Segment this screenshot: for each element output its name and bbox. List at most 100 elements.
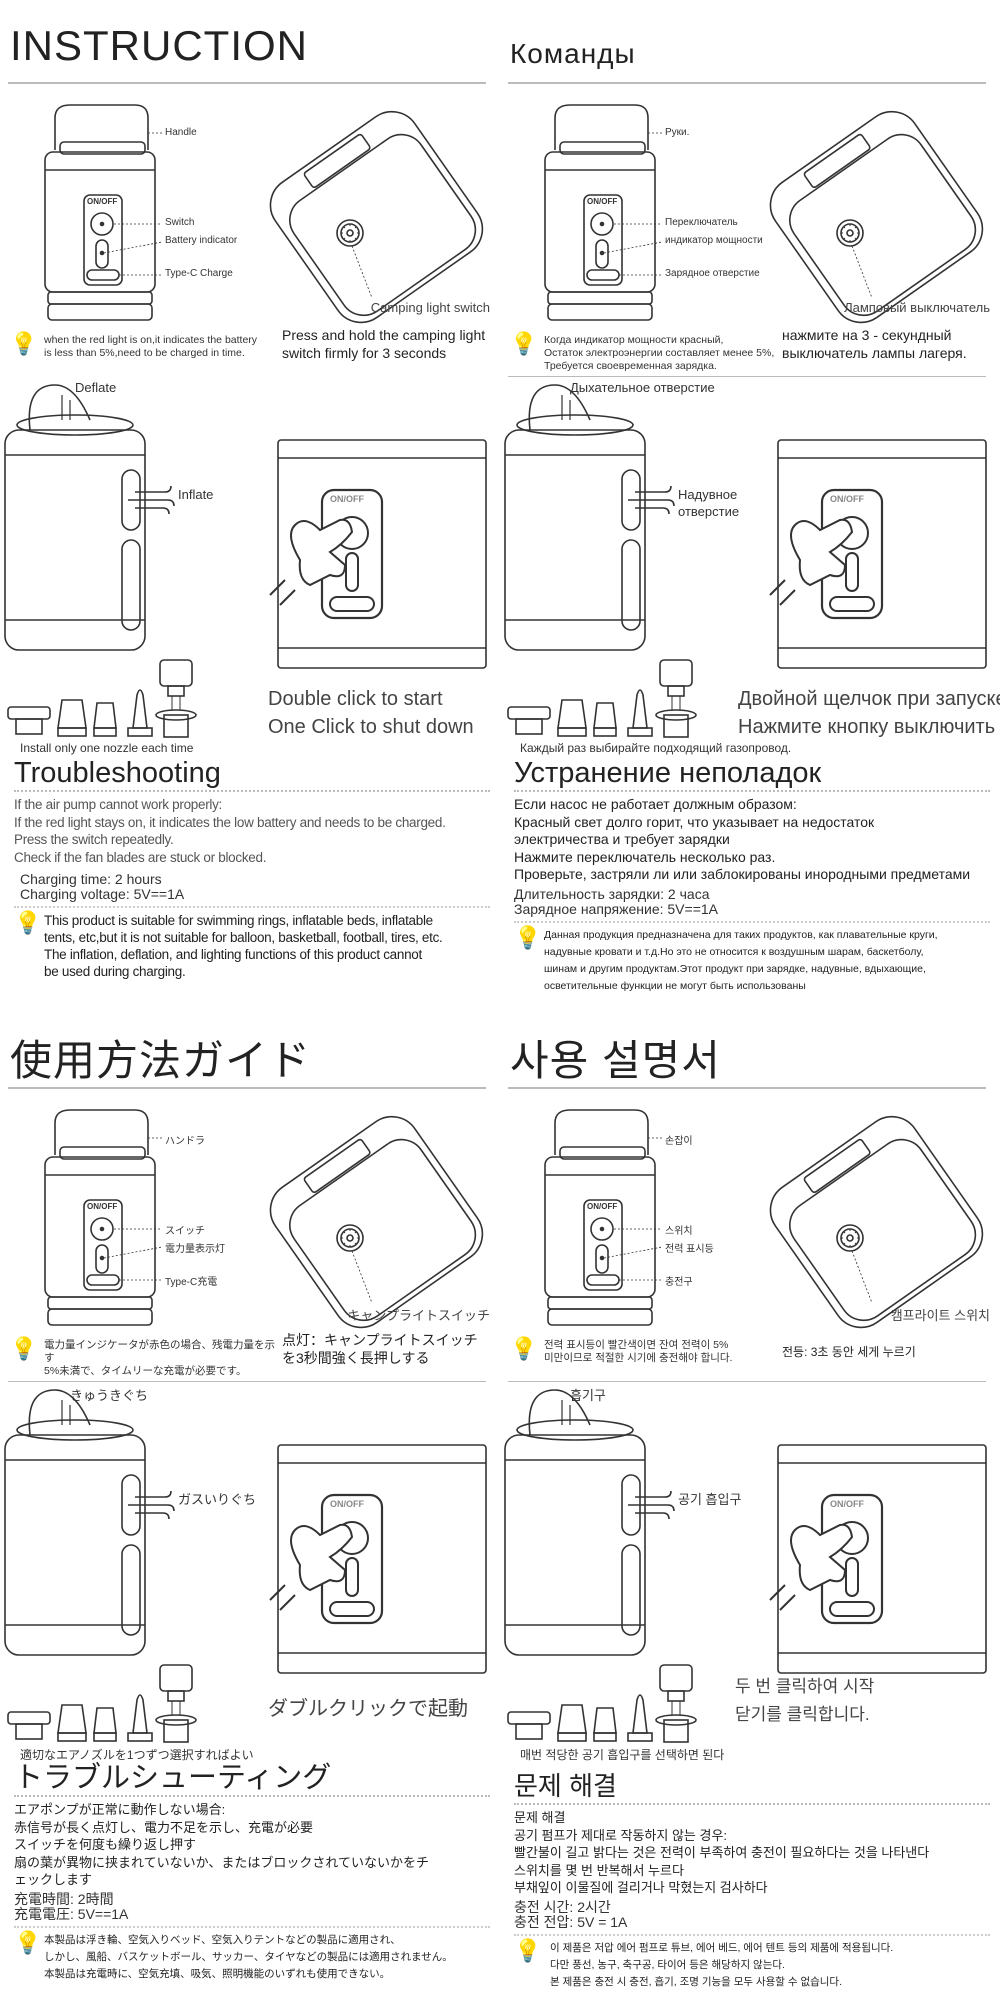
- section-title: Команды: [510, 38, 636, 69]
- note-line: 本製品は充電時に、空気充填、吸気、照明機能のいずれも使用できない。: [44, 1967, 391, 1980]
- title-underline: [8, 82, 486, 84]
- on-off-label: ON/OFF: [587, 197, 618, 206]
- lightbulb-note-icon: 💡: [14, 1929, 42, 1955]
- note-line: шинам и другим продуктам.Этот продукт пр…: [544, 962, 926, 975]
- power-button-panel-illustration: [777, 1444, 987, 1674]
- troubleshooting-line: Красный свет долго горит, что указывает …: [514, 813, 875, 830]
- double-click-instruction: ダブルクリックで起動: [268, 1695, 468, 1723]
- troubleshooting-line: 부채잎이 이물질에 걸리거나 막혔는지 검사하다: [514, 1880, 768, 1895]
- troubleshooting-line: 문제 해결: [514, 1810, 566, 1825]
- inflate-line: ガスいりぐち: [178, 1492, 257, 1507]
- inflate-line: Надувное: [678, 487, 738, 502]
- note-line: 이 제품은 저압 에어 펌프로 튜브, 에어 베드, 에어 텐트 등의 제품에 …: [550, 1941, 894, 1954]
- nozzle-set-illustration: [7, 659, 197, 738]
- inflate-line: Inflate: [178, 487, 214, 502]
- label-camping-light-switch: 캠프라이트 스위치: [890, 1308, 990, 1323]
- troubleshooting-underline: [514, 790, 990, 792]
- label-inflate: ガスいりぐち: [178, 1491, 256, 1508]
- label-handle: 손잡이: [665, 1136, 693, 1147]
- note-line: 본 제품은 충전 시 충전, 흡기, 조명 기능을 모두 사용할 수 없습니다.: [550, 1975, 843, 1988]
- troubleshooting-list: Если насос не работает должным образом:К…: [514, 796, 990, 884]
- usage-note: 本製品は浮き輪、空気入りベッド、空気入りテントなどの製品に適用され、しかし、風船…: [44, 1932, 490, 1983]
- label-deflate: きゅうきぐち: [70, 1388, 149, 1403]
- note-line: 本製品は浮き輪、空気入りベッド、空気入りテントなどの製品に適用され、: [44, 1933, 401, 1946]
- tip-line: 5%未満で、タイムリーな充電が必要です。: [44, 1365, 247, 1377]
- note-line: しかし、風船、バスケットボール、サッカー、タイヤなどの製品には適用されません。: [44, 1950, 453, 1963]
- label-battery-indicator: 전력 표시등: [665, 1244, 714, 1255]
- illustrations: [504, 1109, 987, 1743]
- pump-side-illustration: [504, 384, 675, 651]
- nozzle-note: Каждый раз выбирайте подходящий газопров…: [520, 741, 792, 755]
- troubleshooting-underline: [14, 790, 490, 792]
- light-instruction-line: を3秒間強く長押しする: [282, 1350, 430, 1366]
- troubleshooting-line: Press the switch repeatedly.: [14, 832, 174, 847]
- charging-voltage: 충전 전압: 5V = 1A: [514, 1913, 628, 1930]
- troubleshooting-underline: [514, 1803, 990, 1805]
- label-charge-port: Type-C Charge: [165, 268, 233, 279]
- pump-angled-illustration: [269, 1115, 484, 1329]
- charging-voltage: Зарядное напряжение: 5V==1A: [514, 900, 718, 917]
- light-instruction-line: 전등: 3초 동안 세게 누르기: [782, 1345, 916, 1359]
- pump-front-illustration: [44, 104, 163, 321]
- usage-note: 이 제품은 저압 에어 펌프로 튜브, 에어 베드, 에어 텐트 등의 제품에 …: [544, 1940, 990, 1991]
- nozzle-note: 매번 적당한 공기 흡입구를 선택하면 된다: [520, 1748, 725, 1762]
- pump-front-illustration: [44, 1109, 163, 1326]
- troubleshooting-line: Check if the fan blades are stuck or blo…: [14, 849, 267, 865]
- label-deflate: Deflate: [75, 380, 117, 395]
- light-instruction: 点灯：キャンプライトスイッチを3秒間強く長押しする: [282, 1331, 496, 1367]
- troubleshooting-line: Нажмите переключатель несколько раз.: [514, 848, 776, 865]
- troubleshooting-line: エアポンプが正常に動作しない場合:: [14, 1802, 226, 1817]
- charging-time: Длительность зарядки: 2 часа: [514, 885, 710, 902]
- light-instruction-line: Press and hold the camping light: [282, 327, 486, 343]
- tip-line: Когда индикатор мощности красный,: [544, 334, 724, 346]
- usage-note-row: 💡本製品は浮き輪、空気入りベッド、空気入りテントなどの製品に適用され、しかし、風…: [14, 1929, 490, 1983]
- double-click-line: Double click to start: [268, 688, 443, 710]
- tip-line: is less than 5%,need to be charged in ti…: [44, 347, 245, 359]
- label-handle: ハンドラ: [165, 1136, 205, 1147]
- troubleshooting-line: If the red light stays on, it indicates …: [14, 814, 446, 830]
- title-underline: [8, 1087, 486, 1089]
- camping-light-sun-icon: [336, 1224, 373, 1304]
- camping-light-sun-icon: [336, 219, 373, 299]
- label-camping-light-switch: キャンプライトスイッチ: [347, 1308, 490, 1323]
- hand-pointer-icon: [769, 518, 854, 606]
- light-instruction: нажмите на 3 - секундный выключатель ламп…: [782, 326, 996, 362]
- illustrations: [504, 104, 987, 738]
- power-button-panel-illustration: [777, 439, 987, 669]
- note-line: be used during charging.: [44, 964, 186, 979]
- specs-divider: [514, 920, 990, 923]
- charging-time: 充電時間: 2時間: [14, 1890, 114, 1907]
- troubleshooting-line: If the air pump cannot work properly:: [14, 797, 223, 812]
- label-battery-indicator: индикатор мощности: [665, 235, 763, 246]
- hand-pointer-icon: [269, 1523, 354, 1611]
- on-off-label: ON/OFF: [587, 1202, 618, 1211]
- hand-pointer-icon: [269, 518, 354, 606]
- on-off-label: ON/OFF: [87, 1202, 118, 1211]
- double-click-line: 두 번 클릭하여 시작: [735, 1677, 875, 1696]
- troubleshooting-line: Проверьте, застряли ли или заблокированы…: [514, 866, 971, 882]
- pump-side-illustration: [4, 384, 175, 651]
- light-instruction-line: выключатель лампы лагеря.: [782, 345, 967, 361]
- double-click-line: One Click to shut down: [268, 716, 474, 738]
- usage-note-row: 💡이 제품은 저압 에어 펌프로 튜브, 에어 베드, 에어 텐트 등의 제품에…: [514, 1939, 990, 1991]
- note-line: This product is suitable for swimming ri…: [44, 913, 433, 928]
- illustrations: [4, 104, 487, 738]
- tip-line: when the red light is on,it indicates th…: [44, 334, 258, 346]
- light-instruction-line: нажмите на 3 - секундный: [782, 327, 952, 343]
- double-click-line: Нажмите кнопку выключить: [738, 716, 996, 738]
- label-inflate: 공기 흡입구: [678, 1491, 741, 1508]
- light-instruction-line: 点灯：キャンプライトスイッチ: [282, 1332, 478, 1348]
- section-title: 使用方法ガイド: [10, 1037, 312, 1084]
- tip-line: 미만이므로 적절한 시기에 충전해야 합니다.: [544, 1352, 733, 1364]
- label-battery-indicator: 電力量表示灯: [165, 1244, 225, 1255]
